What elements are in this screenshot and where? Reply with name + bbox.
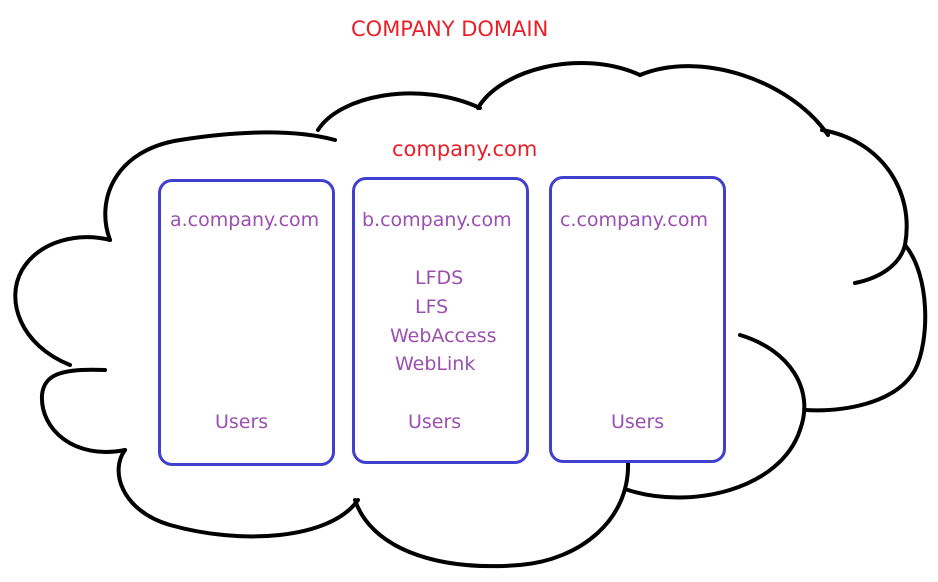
- subdomain-name-a: a.company.com: [170, 209, 320, 231]
- service-weblink: WebLink: [395, 353, 476, 375]
- domain-label: company.com: [392, 137, 538, 161]
- service-lfs: LFS: [415, 296, 449, 318]
- users-label-c: Users: [611, 411, 665, 433]
- subdomain-box-c: [549, 176, 726, 463]
- subdomain-box-b: [352, 177, 529, 464]
- users-label-b: Users: [408, 411, 462, 433]
- subdomain-box-a: [158, 179, 335, 466]
- subdomain-name-c: c.company.com: [560, 209, 708, 231]
- subdomain-name-b: b.company.com: [362, 209, 512, 231]
- service-lfds: LFDS: [415, 267, 464, 289]
- users-label-a: Users: [215, 411, 269, 433]
- diagram-title: COMPANY DOMAIN: [351, 17, 549, 41]
- service-webaccess: WebAccess: [390, 325, 497, 347]
